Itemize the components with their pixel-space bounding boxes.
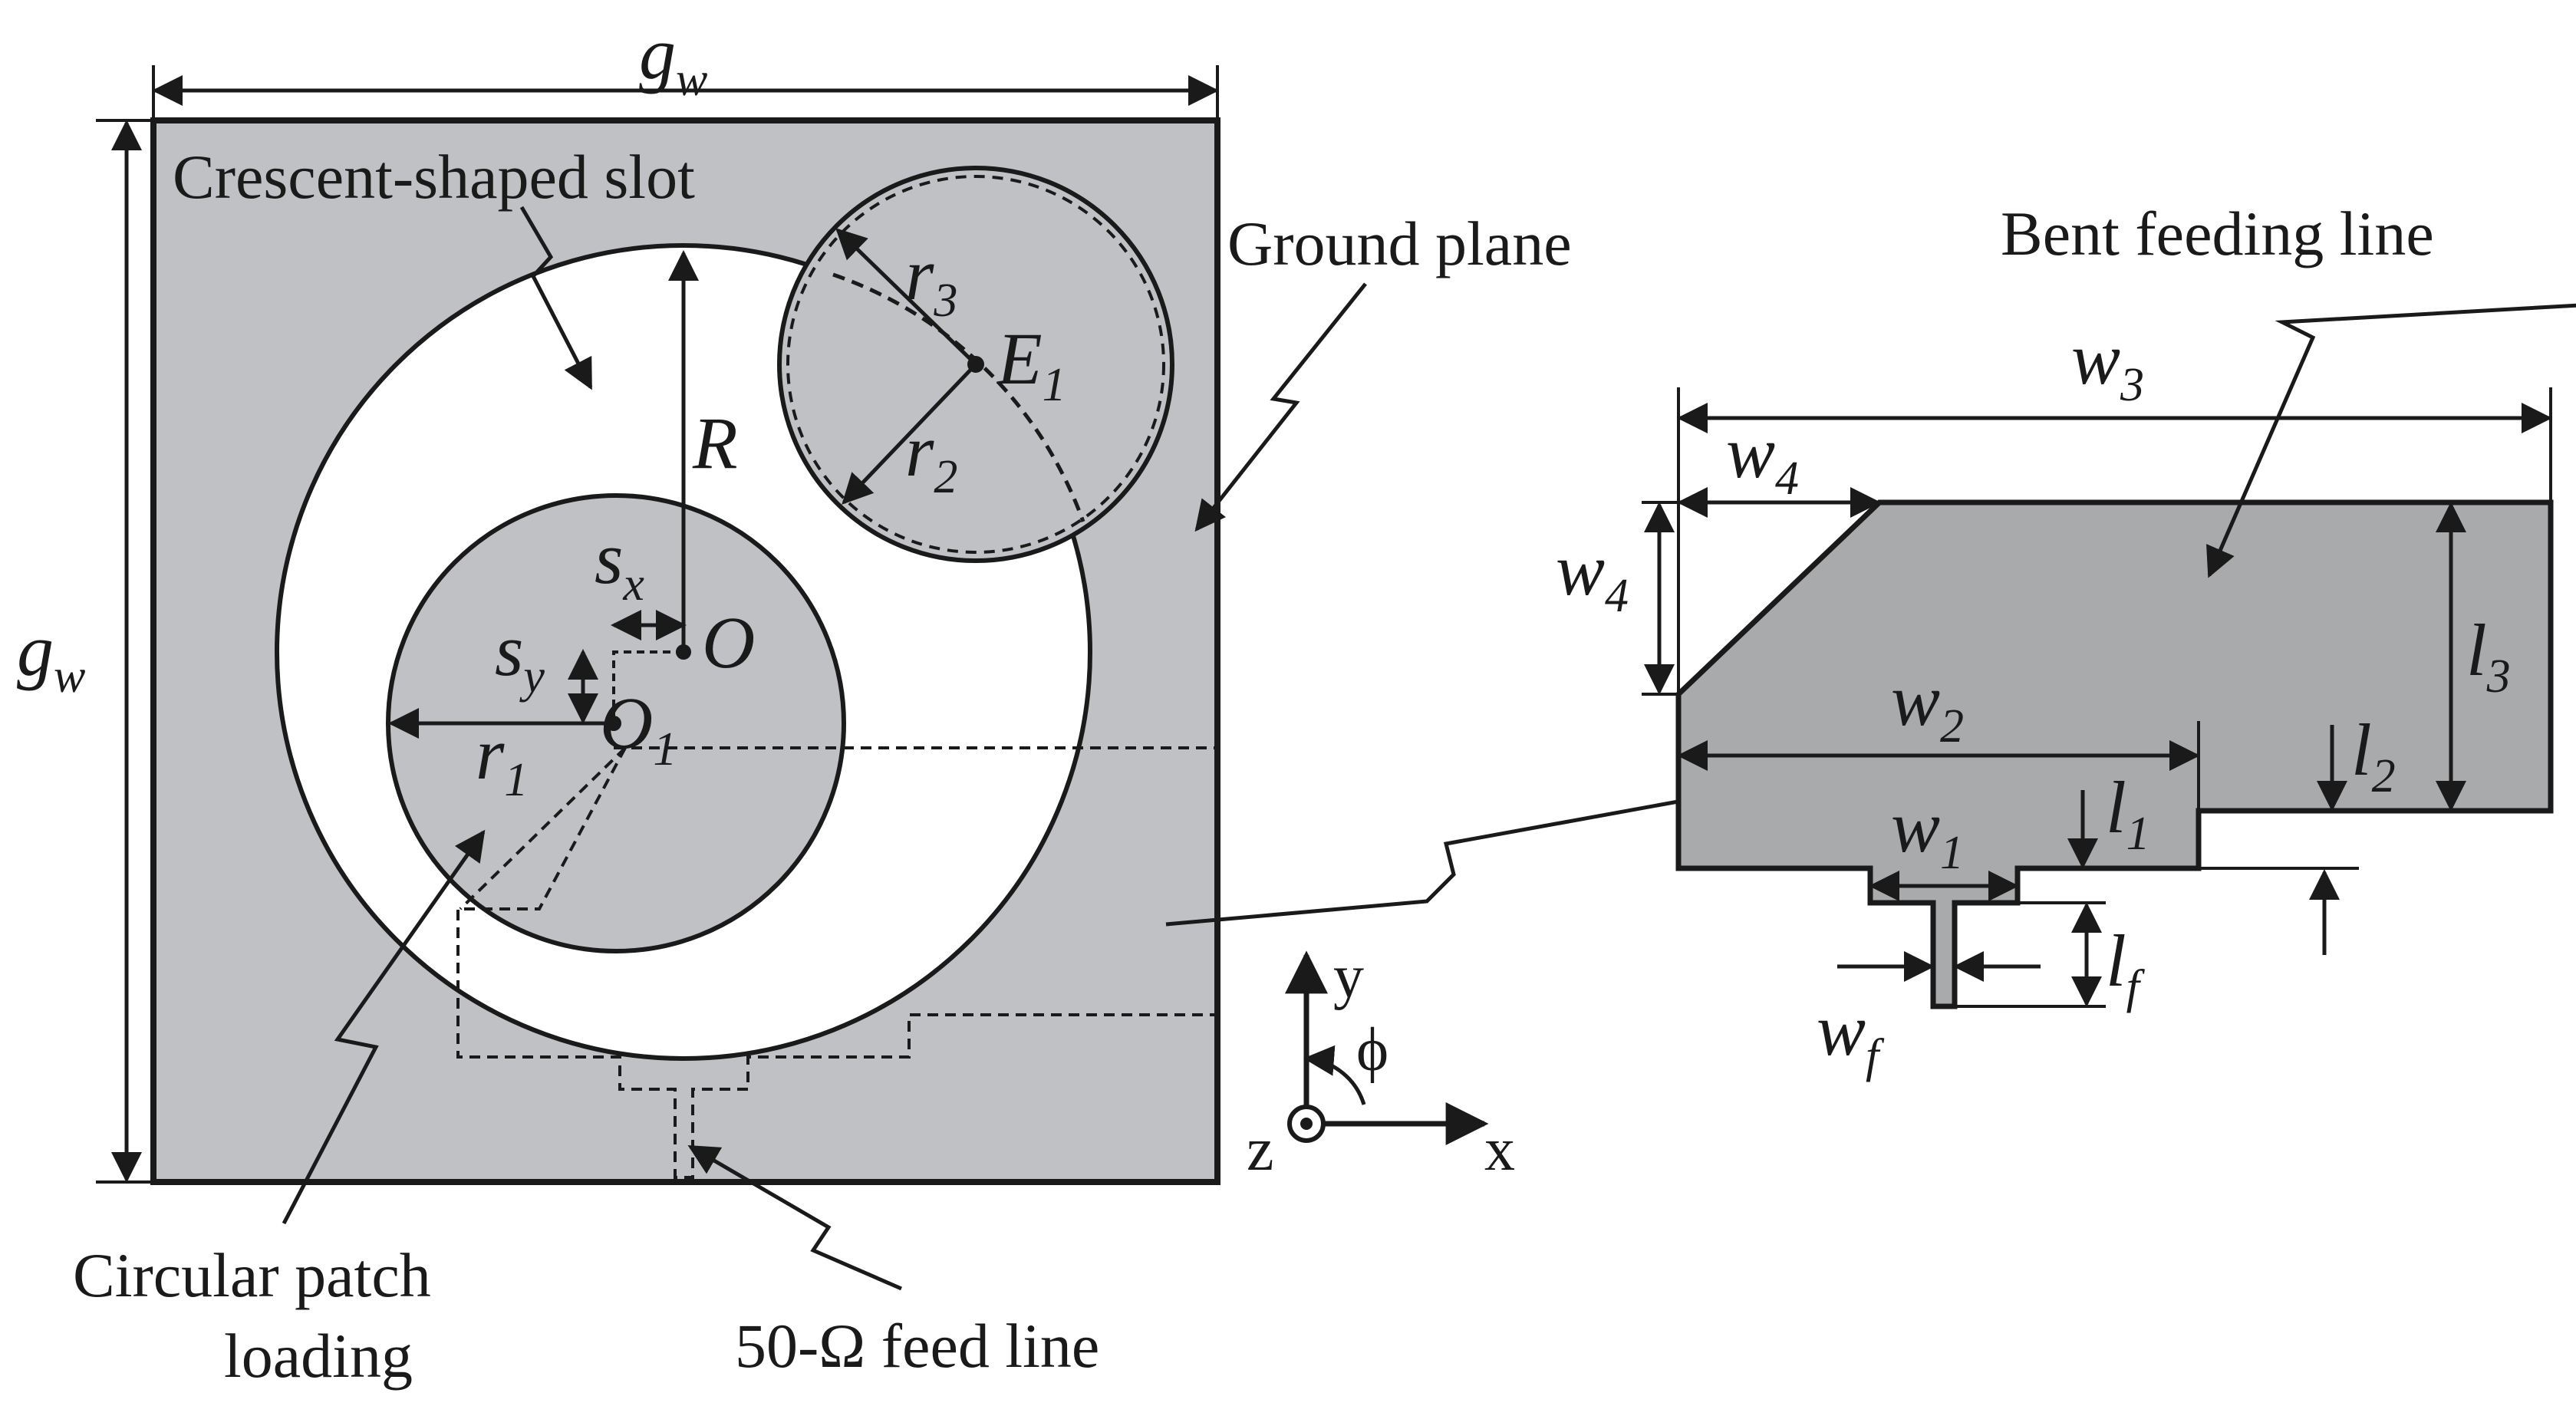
sym-r3: r3 xyxy=(905,233,957,327)
axis-label-y: y xyxy=(1333,943,1364,1011)
point-O1 xyxy=(606,716,621,731)
sym-l3: l3 xyxy=(2466,609,2511,703)
sym-w2: w2 xyxy=(1891,659,1964,752)
label-bent-feeding-line: Bent feeding line xyxy=(2001,199,2434,268)
sym-gw-left: gw xyxy=(17,609,85,703)
coordinate-axes xyxy=(1285,950,1489,1145)
feed-line-leader xyxy=(687,1144,902,1291)
z-axis-dot xyxy=(1300,1118,1313,1130)
label-circular-patch-2: loading xyxy=(224,1321,413,1391)
sym-r1: r1 xyxy=(476,713,528,806)
sym-E1: E1 xyxy=(996,318,1066,411)
feed-chamfer-dashed xyxy=(459,746,627,910)
label-feed-line: 50-Ω feed line xyxy=(735,1311,1099,1381)
antenna-top-view xyxy=(96,65,1744,1291)
point-O xyxy=(676,644,691,660)
sym-sy: sy xyxy=(495,609,545,703)
bent-feed-outline xyxy=(456,746,1217,1179)
sym-l2: l2 xyxy=(2351,709,2396,802)
sym-lf: lf xyxy=(2106,920,2146,1013)
r3-arrow xyxy=(835,228,977,366)
axis-label-x: x xyxy=(1484,1116,1515,1184)
bent-feed-leader xyxy=(2206,303,2576,578)
label-crescent-slot: Crescent-shaped slot xyxy=(173,142,695,212)
sym-gw-top: gw xyxy=(639,12,707,106)
dashed-circle-r3 xyxy=(786,175,1165,554)
axis-label-phi: ϕ xyxy=(1356,1016,1388,1084)
sym-w3: w3 xyxy=(2071,318,2144,411)
ground-leader xyxy=(1194,282,1367,532)
offset-dashed-box xyxy=(612,650,684,723)
sym-w4-v: w4 xyxy=(1556,528,1629,622)
sym-w4-h: w4 xyxy=(1726,411,1799,505)
label-ground-plane: Ground plane xyxy=(1227,209,1572,278)
crescent-leader xyxy=(519,206,593,390)
label-circular-patch-1: Circular patch xyxy=(73,1240,431,1310)
axis-label-z: z xyxy=(1247,1116,1274,1184)
sym-w1: w1 xyxy=(1891,785,1964,879)
sym-O1: O1 xyxy=(600,682,677,775)
outer-circle-dashed-arc xyxy=(832,272,1085,522)
sym-r2: r2 xyxy=(905,410,957,503)
sym-R: R xyxy=(692,402,738,484)
bent-feeding-line-detail xyxy=(1642,303,2576,1009)
sym-O: O xyxy=(702,601,755,683)
sym-wf: wf xyxy=(1817,989,1885,1082)
zoom-leader xyxy=(1165,779,1744,927)
r2-arrow xyxy=(842,363,977,505)
point-E1 xyxy=(967,356,984,373)
phi-arc xyxy=(1303,1045,1366,1105)
sym-l1: l1 xyxy=(2106,766,2150,860)
patch-leader xyxy=(282,829,486,1225)
sym-sx: sx xyxy=(595,517,644,611)
